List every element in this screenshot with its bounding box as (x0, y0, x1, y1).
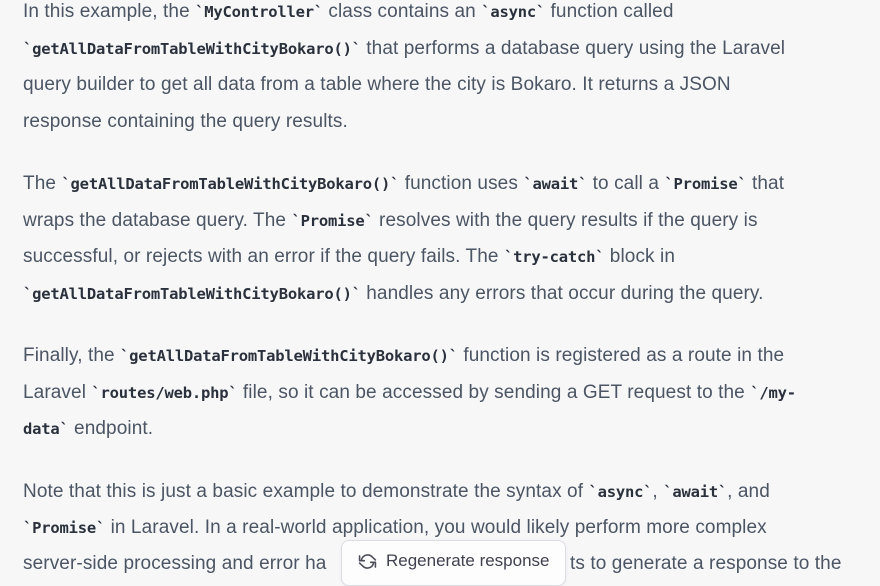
text-run: Note that this is just a basic example t… (23, 480, 589, 502)
inline-code: `Promise` (23, 519, 106, 537)
text-run: resolves with the query results if the q… (373, 209, 758, 231)
inline-code: `routes/web.php` (91, 383, 238, 402)
inline-code: `await` (523, 175, 588, 193)
text-run: The (23, 173, 62, 194)
text-run: wraps the database query. The (23, 209, 292, 231)
text-run: that (746, 173, 785, 194)
inline-code: `async` (481, 3, 546, 21)
text-run: function called (545, 1, 674, 22)
inline-code: `try-catch` (503, 248, 605, 266)
inline-code: `/my- (750, 383, 796, 402)
text-run: in Laravel. In a real-world application,… (105, 517, 767, 538)
inline-code: data` (23, 420, 69, 438)
text-run: successful, or rejects with an error if … (23, 246, 504, 267)
text-run: response containing the query results. (23, 110, 348, 132)
text-run: handles any errors that occur during the… (360, 282, 764, 304)
inline-code: `getAllDataFromTableWithCityBokaro()` (120, 347, 458, 365)
inline-code: `async` (588, 482, 653, 501)
regenerate-response-label: Regenerate response (386, 551, 550, 570)
regenerate-response-button[interactable]: Regenerate response (341, 540, 566, 586)
text-run: Finally, the (23, 345, 121, 366)
text-run: endpoint. (68, 418, 154, 439)
text-run: class contains an (323, 1, 482, 22)
last-text-line: server-side processing and error ha ts t… (0, 546, 880, 574)
text-run: file, so it can be accessed by sending a… (237, 381, 751, 403)
text-run: In this example, the (23, 1, 196, 22)
text-run: Laravel (23, 381, 92, 403)
inline-code: `Promise` (664, 175, 747, 193)
text-run: block in (604, 246, 676, 267)
paragraph: Note that this is just a basic example t… (23, 474, 880, 547)
paragraph: The `getAllDataFromTableWithCityBokaro()… (23, 166, 880, 312)
inline-code: `MyController` (195, 3, 323, 21)
inline-code: `await` (663, 482, 728, 501)
paragraph: Finally, the `getAllDataFromTableWithCit… (23, 338, 880, 448)
text-run: , and (727, 480, 770, 502)
assistant-message: In this example, the `MyController` clas… (23, 0, 880, 573)
text-run: function is registered as a route in the (457, 345, 785, 366)
inline-code: `Promise` (291, 211, 374, 230)
text-run: that performs a database query using the… (360, 37, 786, 59)
text-fragment-right: ts to generate a response to the (570, 553, 842, 574)
text-fragment-left: server-side processing and error ha (23, 553, 327, 574)
regenerate-icon (358, 552, 377, 571)
inline-code: `getAllDataFromTableWithCityBokaro()` (23, 39, 361, 58)
text-run: function uses (399, 173, 524, 194)
inline-code: `getAllDataFromTableWithCityBokaro()` (61, 175, 400, 193)
inline-code: `getAllDataFromTableWithCityBokaro()` (23, 284, 361, 303)
text-run: , (652, 480, 664, 502)
text-run: to call a (587, 173, 665, 194)
text-run: query builder to get all data from a tab… (23, 74, 731, 95)
paragraph: In this example, the `MyController` clas… (23, 0, 880, 140)
